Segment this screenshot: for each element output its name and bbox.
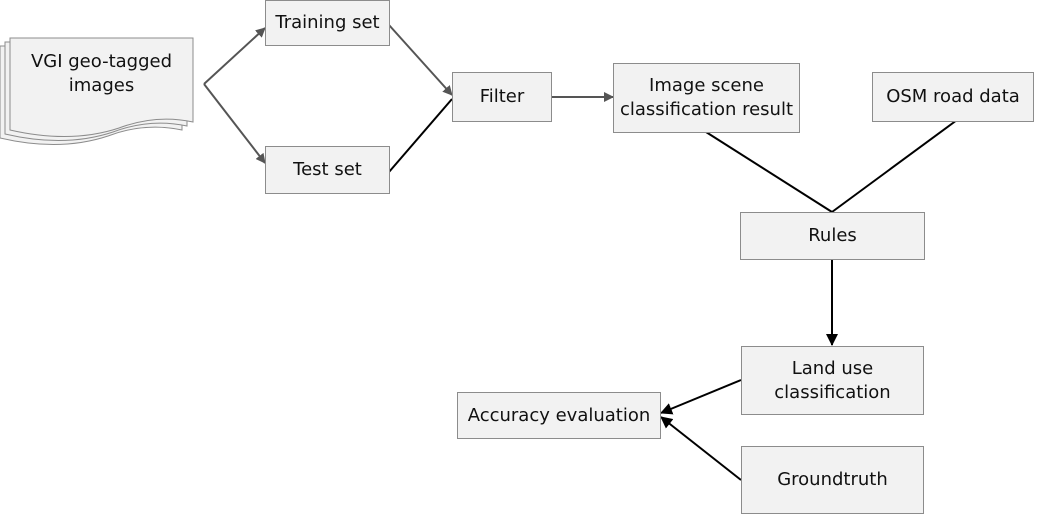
edge-training-to-filter <box>388 24 453 96</box>
edge-groundtruth-to-accuracy <box>660 416 742 481</box>
scene-result-label-line1: Image scene <box>649 75 764 96</box>
test-set-label: Test set <box>293 159 362 180</box>
rules-box: Rules <box>740 212 925 260</box>
land-use-classification-box: Land use classification <box>741 346 924 415</box>
edge-test-to-filter <box>388 98 453 173</box>
land-use-label-line1: Land use <box>791 357 874 379</box>
land-use-label-line2: classification <box>774 381 891 403</box>
edge-scene-result-to-rules <box>705 131 833 213</box>
test-set-box: Test set <box>265 146 390 194</box>
edge-osm-road-to-rules <box>831 119 958 213</box>
groundtruth-label: Groundtruth <box>777 469 888 490</box>
filter-label: Filter <box>479 86 525 107</box>
edge-land-use-to-accuracy <box>660 379 742 415</box>
scene-result-label-line2: classification result <box>619 99 794 120</box>
training-set-label: Training set <box>275 12 380 33</box>
edge-vgi-to-test <box>203 83 266 164</box>
vgi-images-label-line2: images <box>68 75 135 96</box>
vgi-images-label-line1: VGI geo-tagged <box>30 51 173 72</box>
vgi-images-label: VGI geo-tagged images <box>10 44 193 104</box>
osm-road-data-label: OSM road data <box>886 86 1020 107</box>
rules-label: Rules <box>808 225 857 246</box>
groundtruth-box: Groundtruth <box>741 446 924 514</box>
edge-vgi-to-training <box>203 27 266 85</box>
accuracy-evaluation-label: Accuracy evaluation <box>467 404 651 426</box>
training-set-box: Training set <box>265 0 390 46</box>
filter-box: Filter <box>452 72 552 122</box>
vgi-images-document-stack <box>0 37 194 146</box>
osm-road-data-box: OSM road data <box>872 72 1034 122</box>
scene-result-box: Image scene classification result <box>613 63 800 133</box>
accuracy-evaluation-box: Accuracy evaluation <box>457 392 661 439</box>
